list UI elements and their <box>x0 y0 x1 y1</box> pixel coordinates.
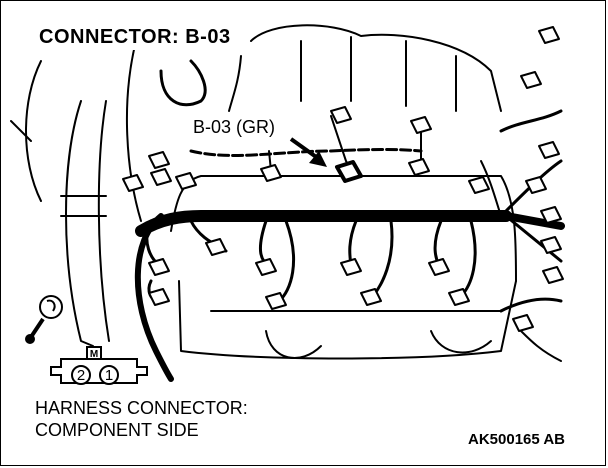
caption-line-1: HARNESS CONNECTOR: <box>35 398 248 418</box>
connector-key <box>86 346 102 360</box>
connector-key-label: M <box>90 349 98 360</box>
caption: HARNESS CONNECTOR: COMPONENT SIDE <box>35 397 248 441</box>
connector-callout-label: B-03 (GR) <box>191 117 278 138</box>
pin-1 <box>99 365 119 385</box>
figure-code: AK500165 AB <box>468 431 565 448</box>
b03-connector-icon <box>335 160 363 183</box>
engine-cover-outline <box>250 24 502 112</box>
arrow-icon <box>289 137 327 167</box>
caption-line-2: COMPONENT SIDE <box>35 420 199 440</box>
pin-2 <box>71 365 91 385</box>
connector-icon <box>122 26 564 332</box>
pin-1-label: 1 <box>105 367 113 384</box>
connector-title: CONNECTOR: B-03 <box>35 25 235 50</box>
ground-terminal-icon <box>25 295 63 344</box>
pin-2-label: 2 <box>77 367 85 384</box>
connector-face-diagram: M 2 1 <box>50 346 148 385</box>
